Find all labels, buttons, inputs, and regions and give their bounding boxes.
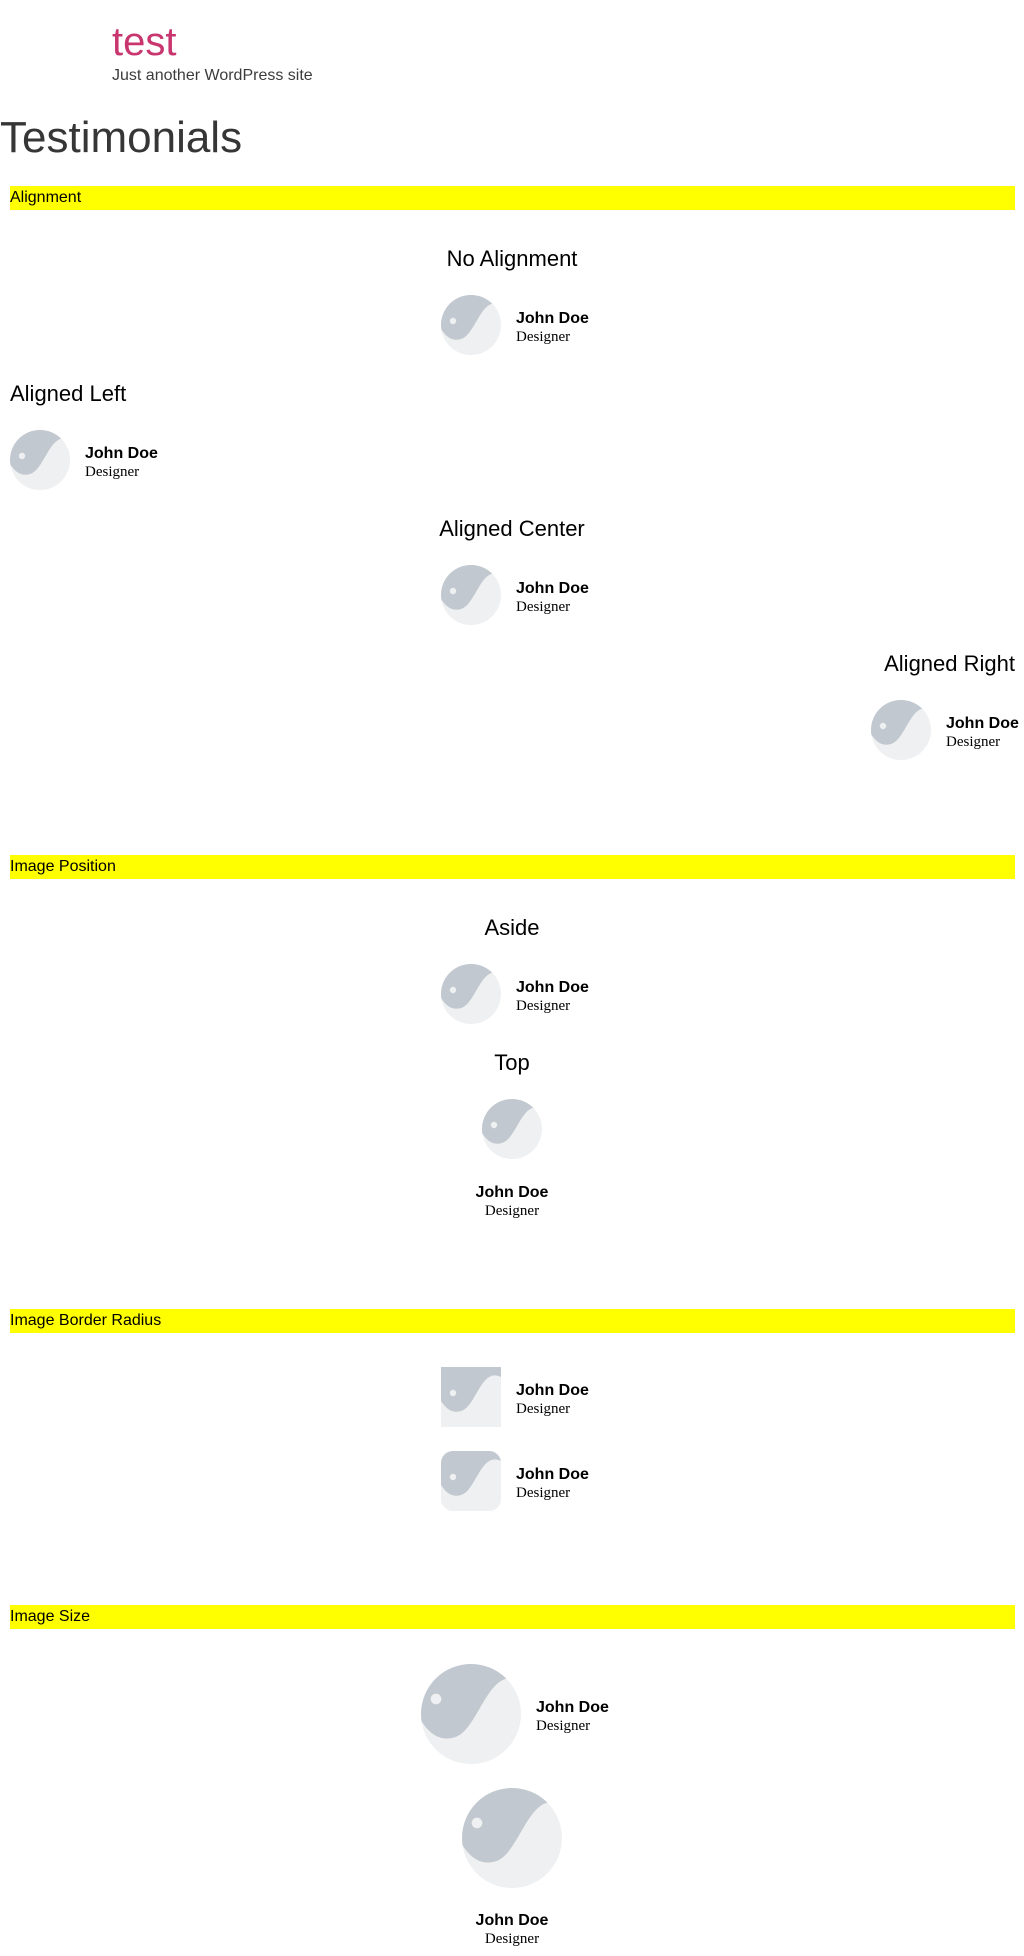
image-placeholder-icon <box>441 295 501 355</box>
image-placeholder-icon <box>871 700 931 760</box>
site-title[interactable]: test <box>112 20 177 64</box>
image-placeholder-icon <box>441 565 501 625</box>
testimonial-author-name: John Doe <box>516 979 589 996</box>
image-placeholder-icon <box>10 430 70 490</box>
testimonial-author-role: Designer <box>484 1931 540 1947</box>
testimonial-author-role: Designer <box>516 1485 571 1501</box>
testimonial-author-name: John Doe <box>85 445 158 462</box>
testimonial-heading-no-alignment: No Alignment <box>446 246 578 271</box>
testimonial-author-role: Designer <box>484 1203 540 1219</box>
image-placeholder-icon <box>441 964 501 1024</box>
image-placeholder-icon <box>462 1788 562 1888</box>
testimonial-author-role: Designer <box>516 329 571 345</box>
site-tagline: Just another WordPress site <box>112 67 313 84</box>
image-placeholder-icon <box>421 1664 521 1764</box>
testimonial-author-role: Designer <box>85 464 140 480</box>
testimonial-heading-aligned-center: Aligned Center <box>439 516 585 541</box>
testimonial-author-role: Designer <box>946 734 1001 750</box>
testimonial-heading-aligned-right: Aligned Right <box>884 651 1015 676</box>
section-heading-image-border-radius: Image Border Radius <box>10 1309 1015 1333</box>
testimonial-heading-top: Top <box>494 1050 530 1075</box>
testimonial-author-name: John Doe <box>516 1382 589 1399</box>
section-heading-image-position: Image Position <box>10 855 1015 879</box>
testimonial-author-role: Designer <box>516 1401 571 1417</box>
testimonial-author-name: John Doe <box>475 1912 549 1929</box>
section-heading-image-size: Image Size <box>10 1605 1015 1629</box>
testimonial-heading-aligned-left: Aligned Left <box>10 381 127 406</box>
testimonial-author-role: Designer <box>516 599 571 615</box>
testimonial-author-name: John Doe <box>516 310 589 327</box>
testimonial-author-role: Designer <box>536 1718 591 1734</box>
image-placeholder-icon <box>482 1099 542 1159</box>
testimonial-author-name: John Doe <box>516 580 589 597</box>
page-title: Testimonials <box>0 113 243 162</box>
testimonial-author-name: John Doe <box>536 1699 609 1716</box>
testimonial-heading-aside: Aside <box>484 915 540 940</box>
testimonial-author-role: Designer <box>516 998 571 1014</box>
testimonial-author-name: John Doe <box>946 715 1019 732</box>
testimonial-author-name: John Doe <box>516 1466 589 1483</box>
testimonial-author-name: John Doe <box>475 1184 549 1201</box>
section-heading-alignment: Alignment <box>10 186 1015 210</box>
image-placeholder-icon <box>441 1451 501 1511</box>
image-placeholder-icon <box>441 1367 501 1427</box>
